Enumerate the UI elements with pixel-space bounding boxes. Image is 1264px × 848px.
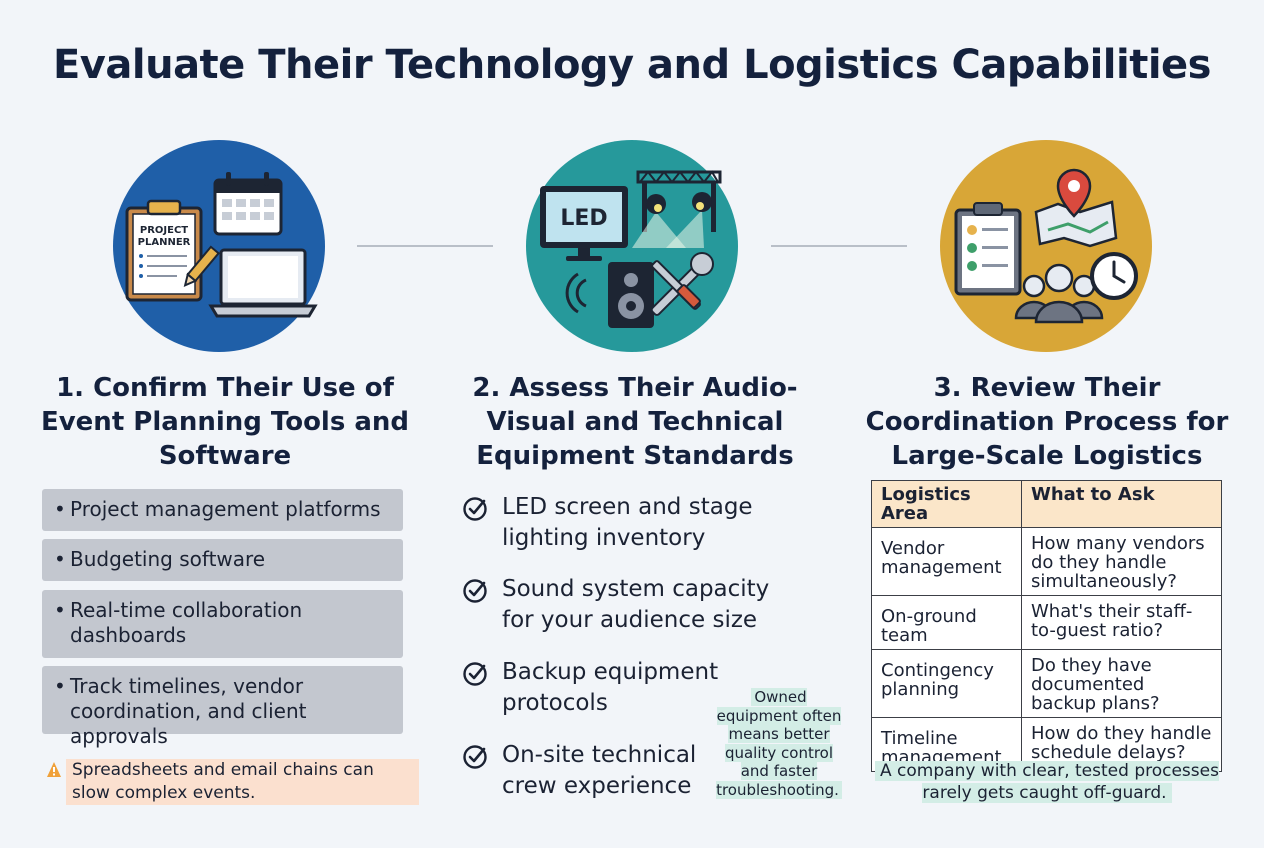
monitor-label: LED xyxy=(560,206,607,231)
connector-line-2 xyxy=(771,245,907,247)
bullet-icon: • xyxy=(54,674,66,698)
tool-pill: • Track timelines, vendor coordination, … xyxy=(42,666,403,748)
tool-pill-label: Budgeting software xyxy=(70,547,266,571)
table-header-row: Logistics Area What to Ask xyxy=(871,480,1222,528)
checklist-text: On-site technical crew experience xyxy=(502,742,697,799)
process-note-text: A company with clear, tested processes r… xyxy=(875,761,1219,803)
column-header: What to Ask xyxy=(1021,480,1222,528)
clipboard-icon: PROJECT PLANNER xyxy=(125,199,203,302)
pencil-icon xyxy=(183,245,220,288)
clipboard-label: PLANNER xyxy=(138,237,191,248)
tool-pill: • Project management platforms xyxy=(42,489,403,531)
check-circle-icon xyxy=(463,662,487,686)
section3-heading: 3. Review Their Coordination Process for… xyxy=(865,373,1229,471)
team-icon xyxy=(1014,263,1104,324)
tool-pill-label: Real-time collaboration dashboards xyxy=(70,598,303,647)
equipment-note-text: Owned equipment often means better quali… xyxy=(716,688,842,799)
tool-pill: • Real-time collaboration dashboards xyxy=(42,590,403,658)
table-cell-area: Contingency planning xyxy=(871,649,1022,718)
section1-heading: 1. Confirm Their Use of Event Planning T… xyxy=(40,373,410,471)
tool-pill-label: Project management platforms xyxy=(70,497,381,521)
av-equipment-illustration: LED xyxy=(526,140,738,352)
table-cell-area: Vendor management xyxy=(871,527,1022,596)
stage-lights-icon xyxy=(632,170,722,248)
bullet-icon: • xyxy=(54,598,66,622)
check-circle-icon xyxy=(463,497,487,521)
column-header: Logistics Area xyxy=(871,480,1022,528)
bullet-icon: • xyxy=(54,497,66,521)
table-row: Contingency planning Do they have docume… xyxy=(871,649,1222,718)
page-title: Evaluate Their Technology and Logistics … xyxy=(52,42,1212,88)
process-note: A company with clear, tested processes r… xyxy=(862,760,1232,804)
bullet-icon: • xyxy=(54,547,66,571)
table-row: Vendor management How many vendors do th… xyxy=(871,527,1222,596)
logistics-illustration xyxy=(940,140,1152,352)
tools-icon xyxy=(650,252,714,316)
connector-line-1 xyxy=(357,245,493,247)
calendar-icon xyxy=(213,172,283,236)
tool-pill-label: Track timelines, vendor coordination, an… xyxy=(70,674,307,748)
table-cell-question: How many vendors do they handle simultan… xyxy=(1021,527,1222,596)
check-circle-icon xyxy=(463,745,487,769)
checklist-icon xyxy=(954,202,1022,296)
table-cell-question: What's their staff-to-guest ratio? xyxy=(1021,595,1222,650)
checklist-text: LED screen and stage lighting inventory xyxy=(502,494,753,551)
table-cell-question: Do they have documented backup plans? xyxy=(1021,649,1222,718)
table-row: On-ground team What's their staff-to-gue… xyxy=(871,595,1222,650)
map-pin-icon xyxy=(1034,168,1118,248)
equipment-note: Owned equipment often means better quali… xyxy=(710,688,848,799)
table-cell-area: On-ground team xyxy=(871,595,1022,650)
laptop-icon xyxy=(208,248,318,318)
monitor-icon: LED xyxy=(540,186,628,261)
section2-heading: 2. Assess Their Audio-Visual and Technic… xyxy=(472,373,798,471)
warning-icon xyxy=(47,762,61,777)
checklist-text: Backup equipment protocols xyxy=(502,659,719,716)
logistics-table: Logistics Area What to Ask Vendor manage… xyxy=(871,480,1222,772)
warning-text: Spreadsheets and email chains can slow c… xyxy=(66,759,419,805)
clock-icon xyxy=(1090,252,1138,300)
tool-pill: • Budgeting software xyxy=(42,539,403,581)
tools-illustration: PROJECT PLANNER xyxy=(113,140,325,352)
check-circle-icon xyxy=(463,579,487,603)
checklist-text: Sound system capacity for your audience … xyxy=(502,576,770,633)
clipboard-label: PROJECT xyxy=(140,225,188,236)
speaker-icon xyxy=(565,262,654,328)
